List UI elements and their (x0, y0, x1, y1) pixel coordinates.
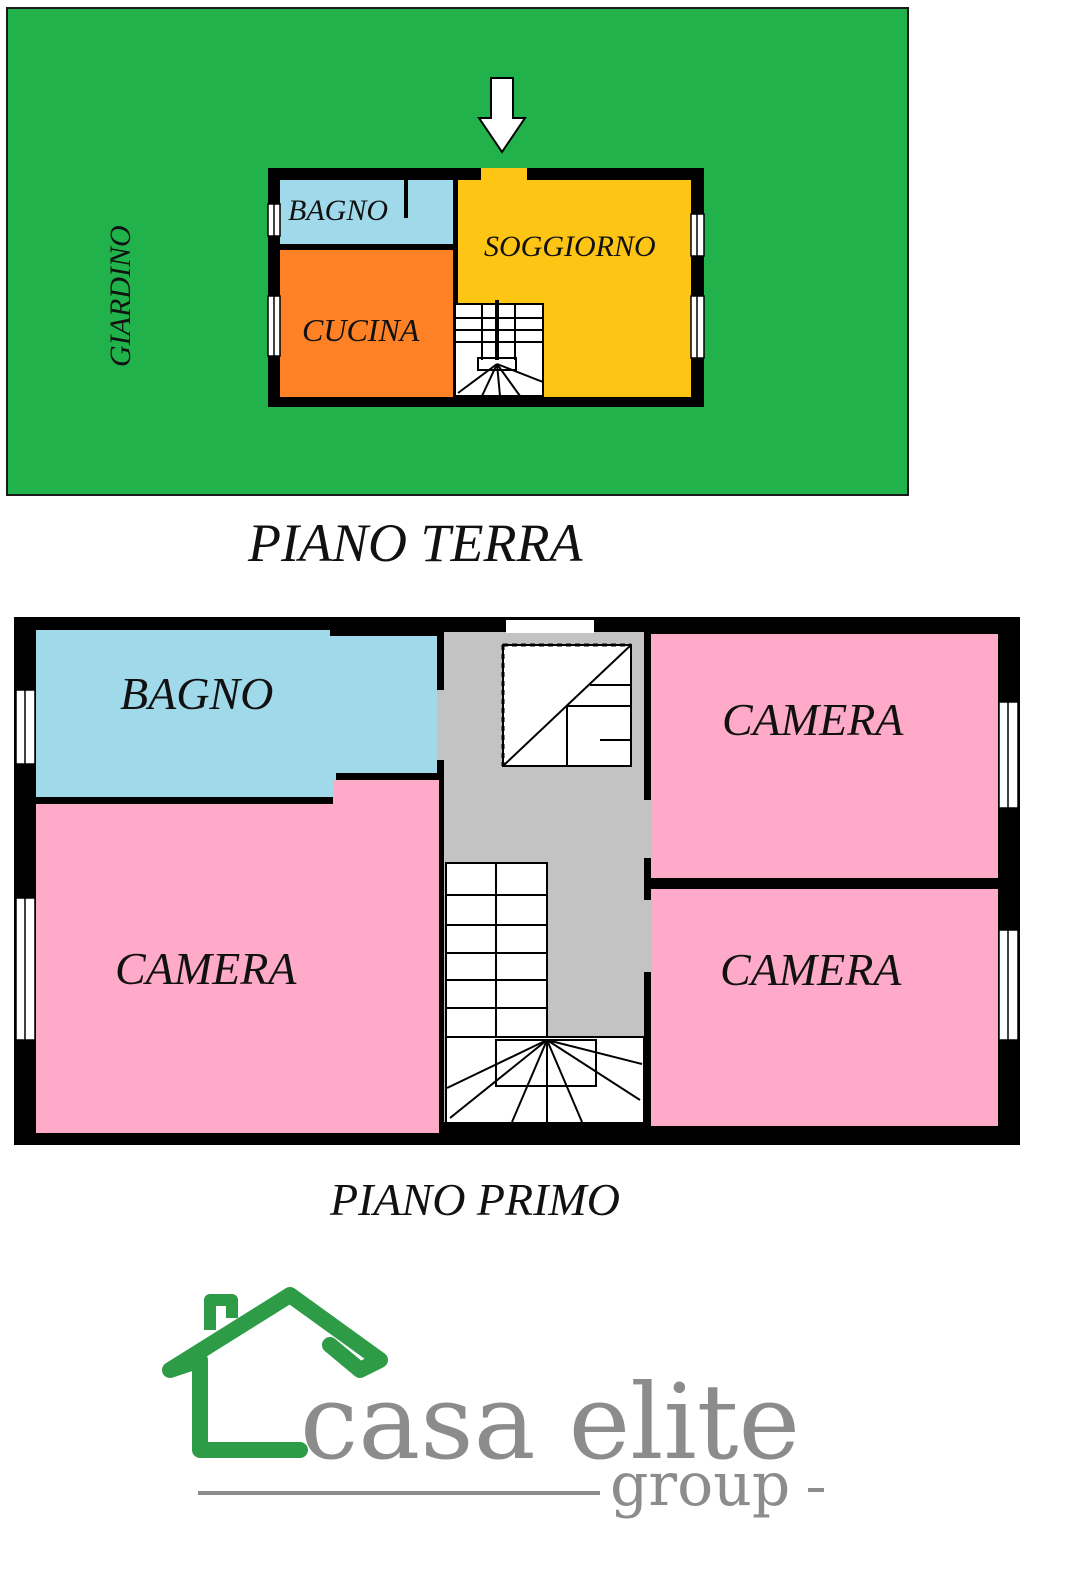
first-floor-plan: BAGNO CAMERA CAMERA CAMERA (14, 617, 1020, 1145)
first-bedroom-left (36, 780, 439, 1133)
first-bedroom-bottom-right (651, 889, 998, 1126)
first-bedroom-bottom-right-label: CAMERA (720, 944, 902, 995)
first-windows (15, 689, 1019, 1041)
ground-bath-partition (404, 180, 408, 218)
ground-living-label: SOGGIORNO (484, 230, 656, 263)
arrow-down-icon (477, 77, 527, 154)
ground-staircase (454, 300, 544, 397)
ground-kitchen-label: CUCINA (302, 312, 420, 348)
first-bedroom-left-label: CAMERA (115, 943, 297, 994)
ground-wall-kitchen-living (453, 180, 458, 397)
logo-name: casa elite (300, 1361, 800, 1483)
ground-floor-plan: GIARDINO (6, 7, 909, 496)
first-bath-label: BAGNO (120, 668, 273, 719)
first-bath (36, 630, 437, 797)
ground-bath-label: BAGNO (288, 194, 388, 227)
first-upper-staircase (501, 643, 632, 767)
garden-label: GIARDINO (104, 225, 137, 367)
first-bedroom-top-right-label: CAMERA (722, 694, 904, 745)
house-chimney-icon (204, 1294, 238, 1330)
ground-wall-bath-kitchen (280, 244, 457, 250)
first-bedroom-top-right (651, 634, 998, 878)
first-doors (437, 620, 652, 972)
ground-floor-title: PIANO TERRA (247, 513, 583, 573)
ground-kitchen (280, 250, 455, 397)
ground-bath (280, 180, 455, 244)
logo-tagline: group (610, 1450, 790, 1520)
ground-windows (267, 203, 705, 359)
entrance-door (481, 168, 527, 180)
casa-elite-logo: casa elite group (162, 1287, 824, 1520)
first-floor-title: PIANO PRIMO (329, 1174, 620, 1225)
first-lower-staircase (445, 862, 645, 1124)
house-icon (162, 1287, 388, 1458)
